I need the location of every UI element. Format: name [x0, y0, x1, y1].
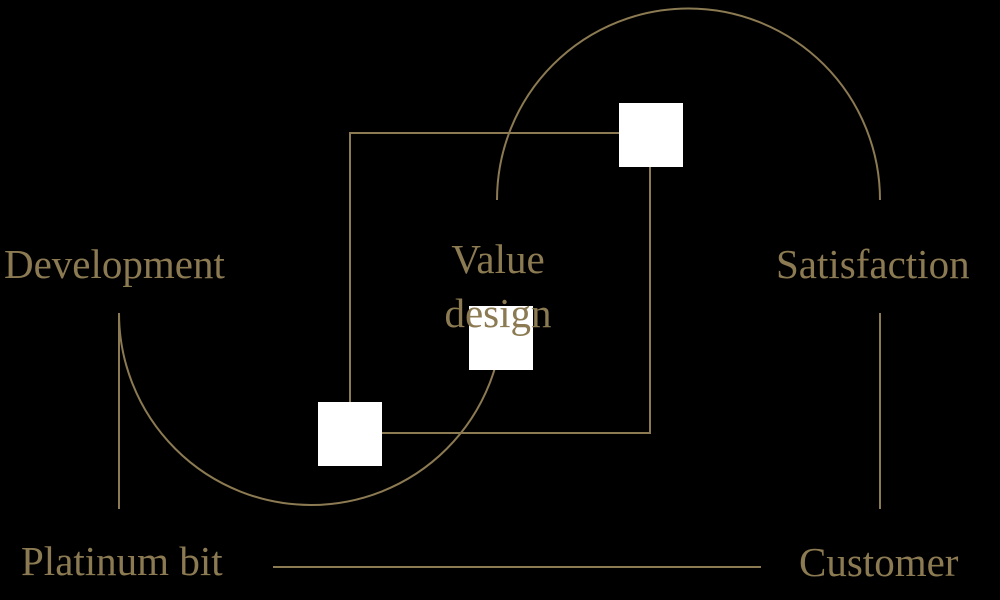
- node-square-center: [469, 306, 533, 370]
- satisfaction-label: Satisfaction: [776, 241, 970, 287]
- value-design-label: Value design: [348, 232, 648, 340]
- development-label: Development: [4, 241, 225, 287]
- value-design-line1: Value: [451, 236, 545, 282]
- node-square-middle: [318, 402, 382, 466]
- upper-arc: [496, 7, 881, 201]
- platinum-bit-label: Platinum bit: [21, 538, 223, 584]
- value-design-line2: design: [444, 290, 552, 336]
- node-square-top: [619, 103, 683, 167]
- customer-label: Customer: [799, 539, 959, 585]
- lower-arc: [118, 312, 504, 506]
